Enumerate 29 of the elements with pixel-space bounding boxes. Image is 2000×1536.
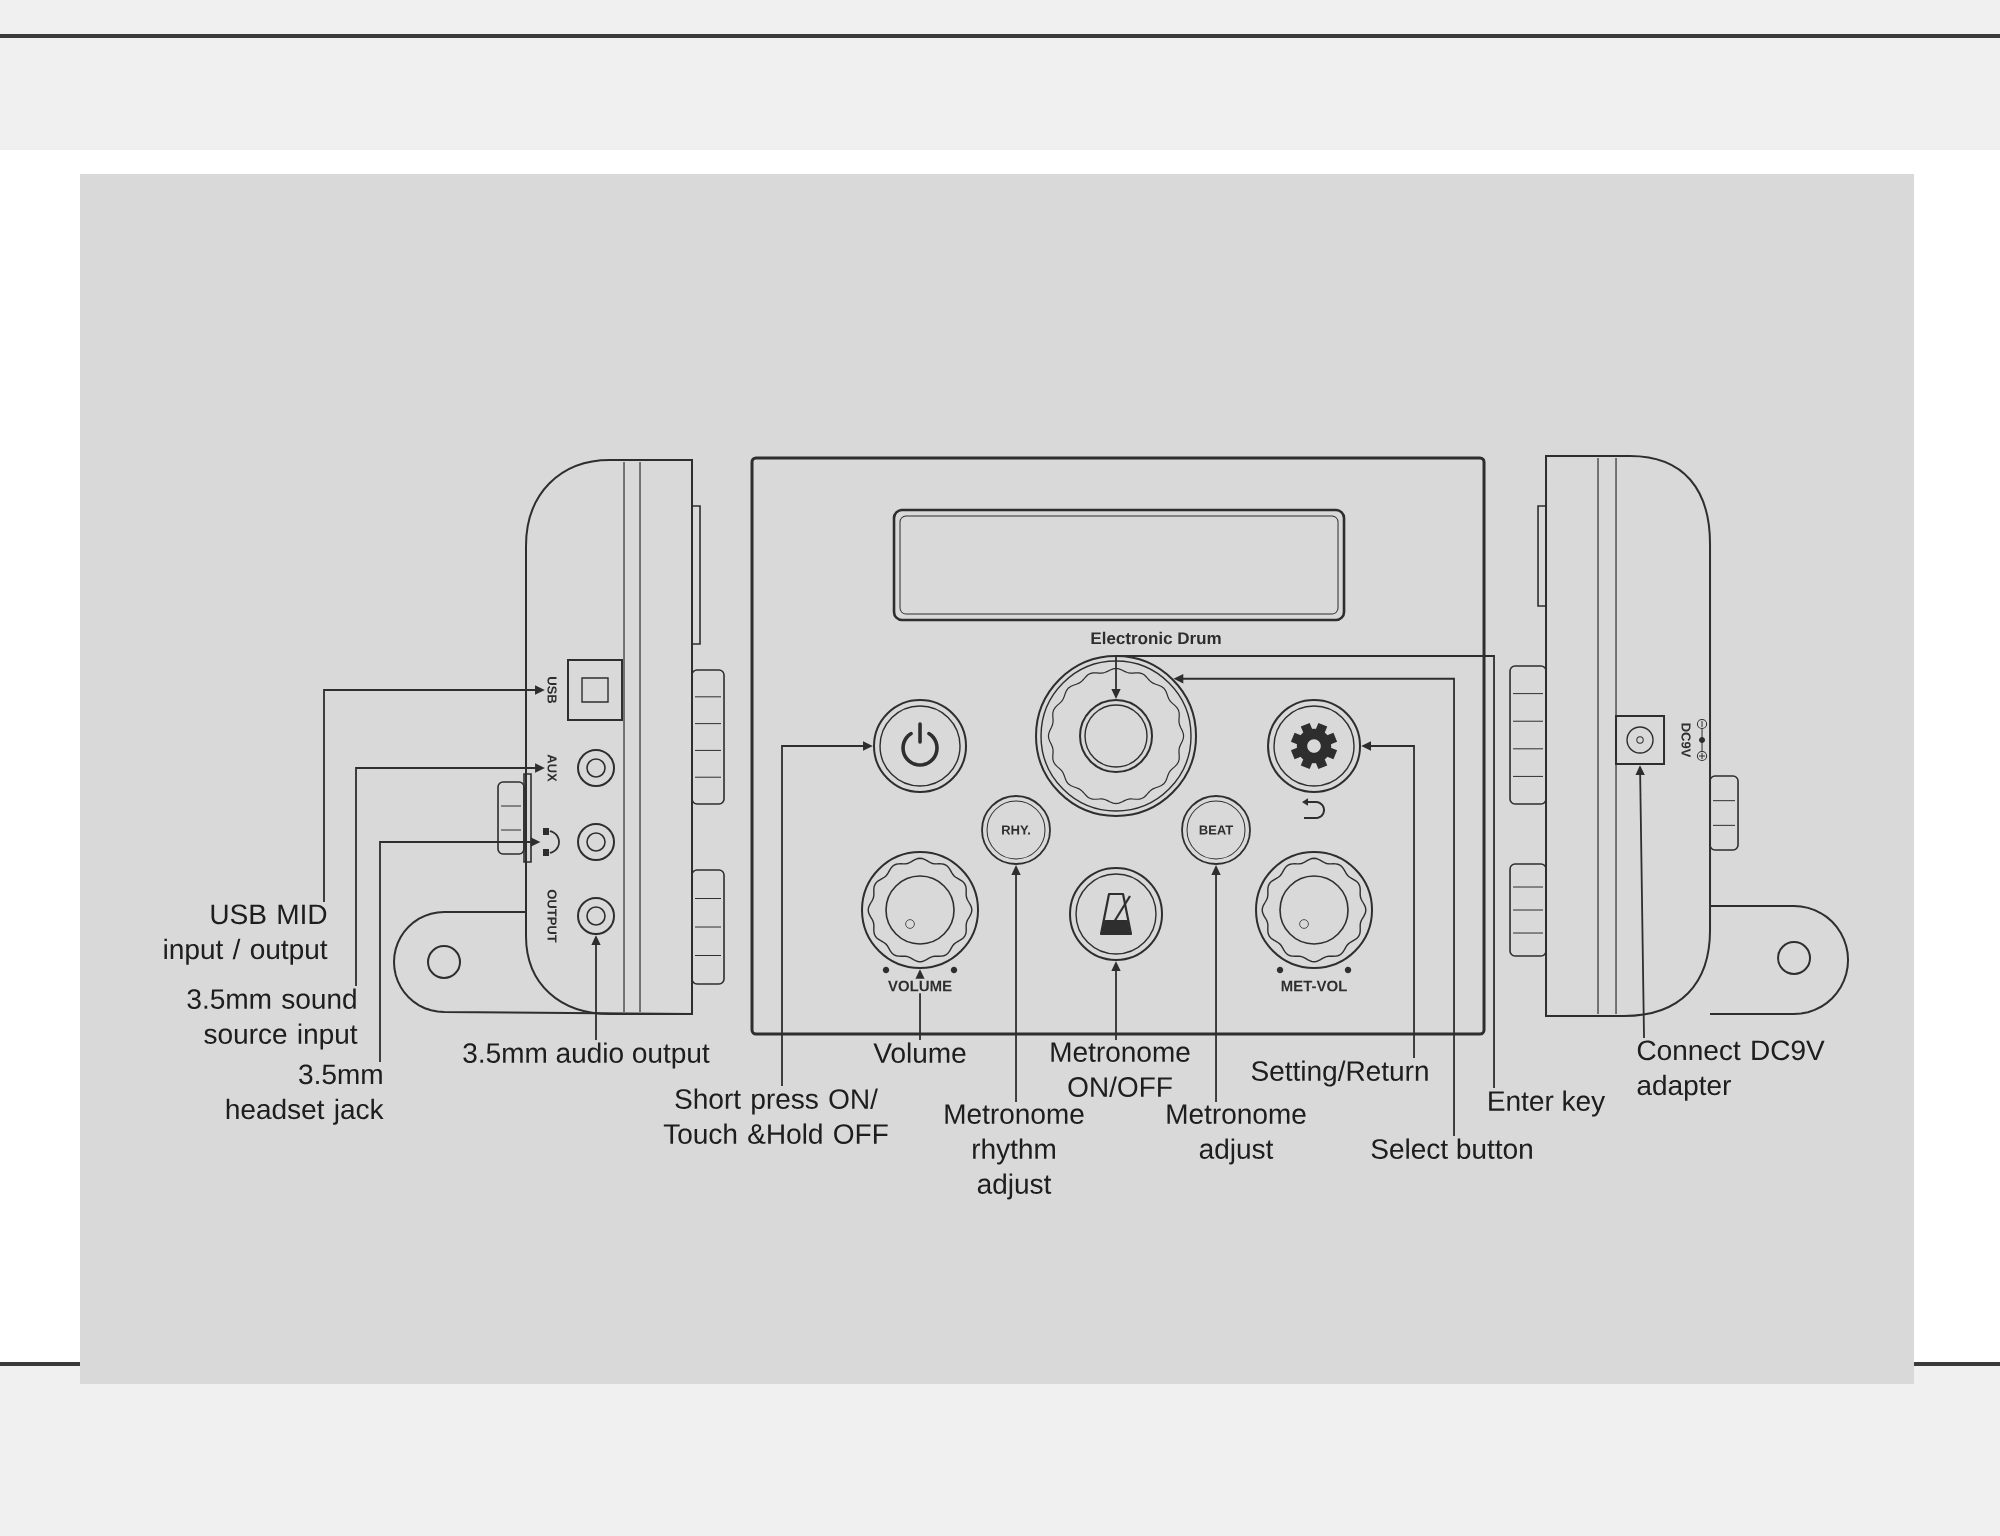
callout-label: Metronome ON/OFF bbox=[1051, 1042, 1190, 1097]
callout-label: 3.5mm headset jack bbox=[226, 1064, 384, 1125]
power-button bbox=[873, 699, 967, 793]
callout-label: USB MID input / output bbox=[164, 904, 328, 965]
mounting-hole bbox=[427, 945, 461, 979]
callout-label: Select button bbox=[1371, 1138, 1532, 1159]
enter-key bbox=[1079, 699, 1153, 773]
headphone-icon bbox=[543, 828, 560, 856]
audio-jack bbox=[577, 897, 615, 935]
volume-knob bbox=[861, 851, 979, 969]
callout-label: 3.5mm audio output bbox=[463, 1042, 710, 1069]
mounting-hole bbox=[1777, 941, 1811, 975]
callout-label: 3.5mm sound source input bbox=[187, 988, 358, 1050]
power-jack bbox=[1615, 715, 1666, 765]
select-dial bbox=[1035, 655, 1197, 817]
metronome-button bbox=[1069, 867, 1163, 961]
callout-label: Enter key bbox=[1489, 1090, 1606, 1117]
settings-button bbox=[1267, 699, 1361, 793]
callout-label: Short press ON/ Touch &Hold OFF bbox=[663, 1088, 888, 1144]
usb-port bbox=[567, 659, 623, 721]
callout-label: Metronome adjust bbox=[1167, 1104, 1306, 1165]
audio-jack bbox=[577, 823, 615, 861]
callout-label: Volume bbox=[873, 1042, 966, 1063]
audio-jack bbox=[577, 749, 615, 787]
leader-line bbox=[1111, 655, 1495, 1089]
callout-label: Setting/Return bbox=[1251, 1060, 1428, 1087]
callout-label: Connect DC9V adapter bbox=[1637, 1040, 1825, 1101]
callout-label: Metronome rhythm adjust bbox=[945, 1104, 1084, 1200]
volume-knob bbox=[1255, 851, 1373, 969]
